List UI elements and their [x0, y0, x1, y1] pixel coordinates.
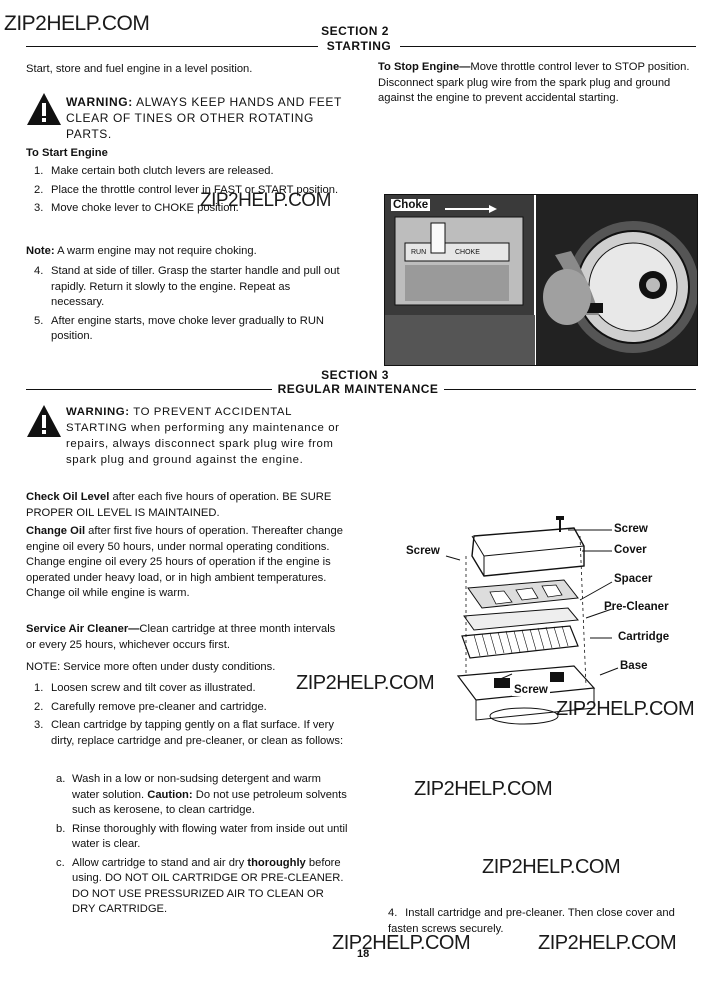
substep-text: Rinse thoroughly with flowing water from… — [72, 822, 348, 851]
step-number: 3. — [34, 202, 44, 214]
label-cover: Cover — [614, 544, 647, 556]
step-number: 1. — [34, 682, 44, 694]
step-text: Stand at side of tiller. Grasp the start… — [51, 265, 340, 308]
list-item: a. Wash in a low or non-sudsing detergent… — [26, 772, 348, 819]
stop-engine-heading: To Stop Engine— — [378, 61, 471, 73]
step-text: Place the throttle control lever in FAST… — [51, 183, 339, 196]
list-item: b. Rinse thoroughly with flowing water fr… — [26, 822, 348, 853]
air-cleaner-text: Clean cartridge at three month intervals… — [26, 623, 336, 651]
list-item: 5. After engine starts, move choke lever … — [26, 314, 346, 345]
list-item: c. Allow cartridge to stand and air dry t… — [26, 856, 348, 918]
choke-figure-illustration — [385, 195, 697, 365]
step-text: Loosen screw and tilt cover as illustrat… — [51, 682, 256, 694]
substep-letter: c. — [56, 856, 65, 869]
watermark: ZIP2HELP.COM — [296, 672, 435, 694]
step-text: Make certain both clutch levers are rele… — [51, 165, 274, 177]
choke-note: Note: A warm engine may not require chok… — [26, 244, 346, 260]
watermark: ZIP2HELP.COM — [4, 12, 150, 35]
section2-title: STARTING — [318, 39, 400, 53]
step-number: 2. — [34, 183, 44, 196]
start-steps-b: 4. Stand at side of tiller. Grasp the sta… — [26, 264, 346, 348]
start-steps-a: 1. Make certain both clutch levers are re… — [26, 164, 346, 220]
watermark: ZIP2HELP.COM — [200, 190, 331, 211]
stop-engine-paragraph: To Stop Engine—Move throttle control lev… — [378, 60, 696, 107]
label-screw-left: Screw — [406, 545, 440, 557]
install-step-number: 4. — [388, 907, 398, 919]
check-oil-label: Check Oil Level — [26, 491, 110, 503]
air-cleaner-label: Service Air Cleaner— — [26, 623, 140, 635]
section2-intro: Start, store and fuel engine in a level … — [26, 63, 253, 75]
step-text: Clean cartridge by tapping gently on a f… — [51, 719, 344, 747]
install-step-text: Install cartridge and pre-cleaner. Then … — [388, 907, 675, 935]
step-number: 5. — [34, 314, 44, 327]
page-number: 18 — [357, 948, 370, 960]
step-number: 3. — [34, 719, 44, 731]
check-oil-text: after each five hours of operation. BE S… — [26, 491, 332, 519]
list-item: 2. Place the throttle control lever in FA… — [26, 183, 346, 199]
change-oil-paragraph: Change Oil after first five hours of ope… — [26, 524, 348, 602]
warning-icon — [27, 93, 61, 125]
run-label: RUN — [411, 249, 427, 256]
list-item: 1. Loosen screw and tilt cover as illustr… — [26, 681, 348, 697]
warning-icon — [27, 405, 61, 437]
substep-text-cont: before using. DO NOT OIL CARTRIDGE OR PR… — [72, 856, 344, 916]
install-step: 4. Install cartridge and pre-cleaner. Th… — [388, 906, 698, 937]
step-number: 2. — [34, 700, 44, 713]
watermark: ZIP2HELP.COM — [556, 698, 695, 720]
step-number: 1. — [34, 165, 44, 177]
substep-text: Allow cartridge to stand and air dry — [72, 856, 248, 869]
choke-figure: Choke RUN CHOKE — [384, 194, 698, 366]
substep-letter: a. — [56, 773, 66, 785]
step-number: 4. — [34, 265, 44, 277]
substep-text-cont: Do not use petroleum solvents such as ke… — [72, 788, 347, 817]
maintenance-steps: 1. Loosen screw and tilt cover as illustr… — [26, 681, 348, 752]
warning-text: TO PREVENT ACCIDENTAL STARTING when perf… — [66, 406, 340, 466]
section3-warning: WARNING: TO PREVENT ACCIDENTAL STARTING … — [66, 404, 346, 468]
note-text: A warm engine may not require choking. — [57, 245, 257, 257]
section3-title: REGULAR MAINTENANCE — [272, 382, 444, 396]
label-screw-bottom: Screw — [512, 684, 550, 696]
watermark: ZIP2HELP.COM — [414, 778, 553, 800]
choke-mark-label: CHOKE — [455, 249, 480, 256]
diagram-leader-lines — [445, 529, 619, 681]
section3-number: SECTION 3 — [321, 368, 389, 382]
note-label: Note: — [26, 245, 55, 257]
step-text: After engine starts, move choke lever gr… — [51, 314, 324, 343]
maintenance-substeps: a. Wash in a low or non-sudsing detergent… — [26, 772, 348, 921]
warning-text: ALWAYS KEEP HANDS AND FEET CLEAR OF TINE… — [66, 95, 342, 141]
step-text: Carefully remove pre-cleaner and cartrid… — [51, 700, 267, 713]
check-oil-paragraph: Check Oil Level after each five hours of… — [26, 490, 348, 521]
stop-engine-text: Move throttle control lever to STOP posi… — [378, 61, 690, 104]
substep-letter: b. — [56, 822, 66, 835]
label-screw-top: Screw — [614, 523, 648, 535]
substep-emphasis: Caution: — [147, 788, 193, 801]
label-pre-cleaner: Pre-Cleaner — [604, 601, 669, 613]
change-oil-label: Change Oil — [26, 525, 86, 537]
label-cartridge: Cartridge — [618, 631, 670, 643]
warning-label: WARNING: — [66, 406, 130, 418]
dusty-note: NOTE: Service more often under dusty con… — [26, 661, 276, 673]
start-engine-heading: To Start Engine — [26, 147, 108, 159]
section2-warning: WARNING: ALWAYS KEEP HANDS AND FEET CLEA… — [66, 94, 346, 142]
watermark: ZIP2HELP.COM — [538, 932, 677, 954]
list-item: 1. Make certain both clutch levers are re… — [26, 164, 346, 180]
list-item: 2. Carefully remove pre-cleaner and cartr… — [26, 700, 348, 716]
section2-number: SECTION 2 — [321, 24, 389, 38]
label-base: Base — [620, 660, 648, 672]
step-text: Move choke lever to CHOKE position. — [51, 202, 239, 214]
air-cleaner-diagram — [456, 516, 596, 725]
list-item: 3. Move choke lever to CHOKE position. — [26, 201, 346, 217]
watermark: ZIP2HELP.COM — [482, 856, 621, 878]
substep-text: Wash in a low or non-sudsing detergent a… — [72, 773, 321, 801]
choke-label: Choke — [391, 199, 431, 211]
watermark: ZIP2HELP.COM — [332, 932, 471, 954]
change-oil-text: after first five hours of operation. The… — [26, 525, 343, 599]
warning-label: WARNING: — [66, 95, 133, 109]
list-item: 3. Clean cartridge by tapping gently on a… — [26, 718, 348, 749]
list-item: 4. Stand at side of tiller. Grasp the sta… — [26, 264, 346, 311]
air-cleaner-paragraph: Service Air Cleaner—Clean cartridge at t… — [26, 622, 348, 653]
substep-emphasis: thoroughly — [247, 856, 306, 869]
label-spacer: Spacer — [614, 573, 653, 585]
